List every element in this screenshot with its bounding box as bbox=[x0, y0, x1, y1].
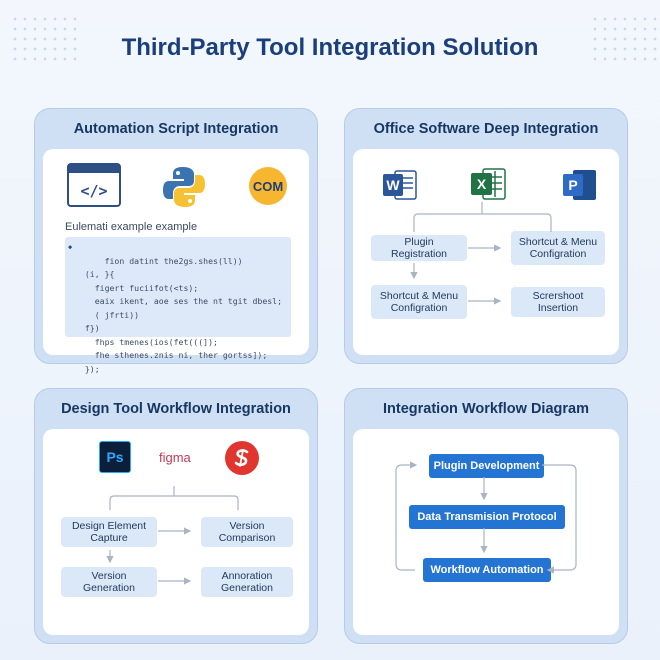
code-line: eaix ikent, aoe ses the nt tgit dbesl; bbox=[75, 296, 283, 306]
svg-text:</>: </> bbox=[80, 182, 107, 200]
code-line: fhps tmenes(ios(fet(((]); bbox=[75, 336, 218, 347]
figma-icon: figma bbox=[159, 447, 203, 467]
office-panel-title: Office Software Deep Integration bbox=[373, 121, 599, 137]
code-bullet-icon: ◆ bbox=[68, 243, 73, 251]
shortcut-menu-node-right: Shortcut & Menu Configration bbox=[511, 231, 605, 265]
com-label: COM bbox=[252, 178, 284, 194]
code-line: }); bbox=[75, 363, 100, 374]
code-line: fhe sthenes.znis ni, ther gortss]); bbox=[75, 350, 268, 360]
decorative-dots-top-right bbox=[590, 14, 660, 64]
automation-panel: Automation Script Integration </> COM Eu… bbox=[34, 108, 318, 374]
screenshot-insertion-node: Scrershoot Insertion bbox=[511, 287, 605, 317]
photoshop-label: Ps bbox=[106, 449, 124, 465]
decorative-dots-top-left bbox=[10, 14, 80, 64]
figma-label: figma bbox=[159, 449, 191, 465]
python-icon bbox=[162, 165, 206, 209]
excel-icon: X bbox=[471, 167, 507, 201]
shortcut-menu-node-left: Shortcut & Menu Configration bbox=[371, 285, 467, 319]
version-comparison-node: Version Comparison bbox=[201, 517, 293, 547]
project-letter: P bbox=[568, 177, 578, 193]
office-panel-body: W X P Plugin Registration Shortcut & Men… bbox=[353, 149, 619, 355]
word-icon: W bbox=[383, 169, 417, 201]
example-label: Eulemati example example bbox=[65, 221, 198, 233]
version-generation-node: Version Generation bbox=[61, 567, 157, 597]
plugin-registration-node: Plugin Registration bbox=[371, 235, 467, 261]
design-panel-title: Design Tool Workflow Integration bbox=[61, 401, 291, 417]
automation-panel-title: Automation Script Integration bbox=[73, 121, 279, 137]
code-window-icon: </> bbox=[67, 163, 121, 207]
page-title: Third-Party Tool Integration Solution bbox=[121, 34, 539, 61]
design-panel-body: Ps figma Design Element Capture Version … bbox=[43, 429, 309, 635]
design-panel: Design Tool Workflow Integration Ps figm… bbox=[34, 388, 318, 644]
code-snippet: ◆ fion datint the2gs.shes(ll)) (i, }{ fig… bbox=[65, 237, 291, 374]
word-letter: W bbox=[386, 177, 400, 193]
workflow-panel-title: Integration Workflow Diagram bbox=[383, 401, 589, 417]
automation-panel-body: </> COM Eulemati example example ◆ fion d… bbox=[43, 149, 309, 374]
workflow-panel-body: Plugin Development Data Transmision Prot… bbox=[353, 429, 619, 635]
design-app-icon bbox=[225, 441, 259, 475]
code-line: (i, }{ bbox=[75, 269, 115, 279]
code-line: f}) bbox=[75, 323, 100, 333]
workflow-automation-node: Workflow Automation bbox=[423, 558, 551, 582]
photoshop-icon: Ps bbox=[99, 441, 131, 473]
project-icon: P bbox=[563, 169, 597, 201]
excel-letter: X bbox=[476, 176, 487, 192]
data-transmission-protocol-node: Data Transmision Protocol bbox=[409, 505, 565, 529]
annotation-generation-node: Annoration Generation bbox=[201, 567, 293, 597]
design-element-capture-node: Design Element Capture bbox=[61, 517, 157, 547]
plugin-development-node: Plugin Development bbox=[429, 454, 544, 478]
code-line: figert fuciifot(<ts); bbox=[75, 282, 199, 293]
workflow-panel: Integration Workflow Diagram Plugin Deve… bbox=[344, 388, 628, 644]
com-icon: COM bbox=[249, 167, 287, 205]
code-line: fion datint the2gs.shes(ll)) bbox=[104, 255, 243, 266]
office-panel: Office Software Deep Integration W X bbox=[344, 108, 628, 364]
code-line: ( jfrti)) bbox=[75, 309, 140, 320]
